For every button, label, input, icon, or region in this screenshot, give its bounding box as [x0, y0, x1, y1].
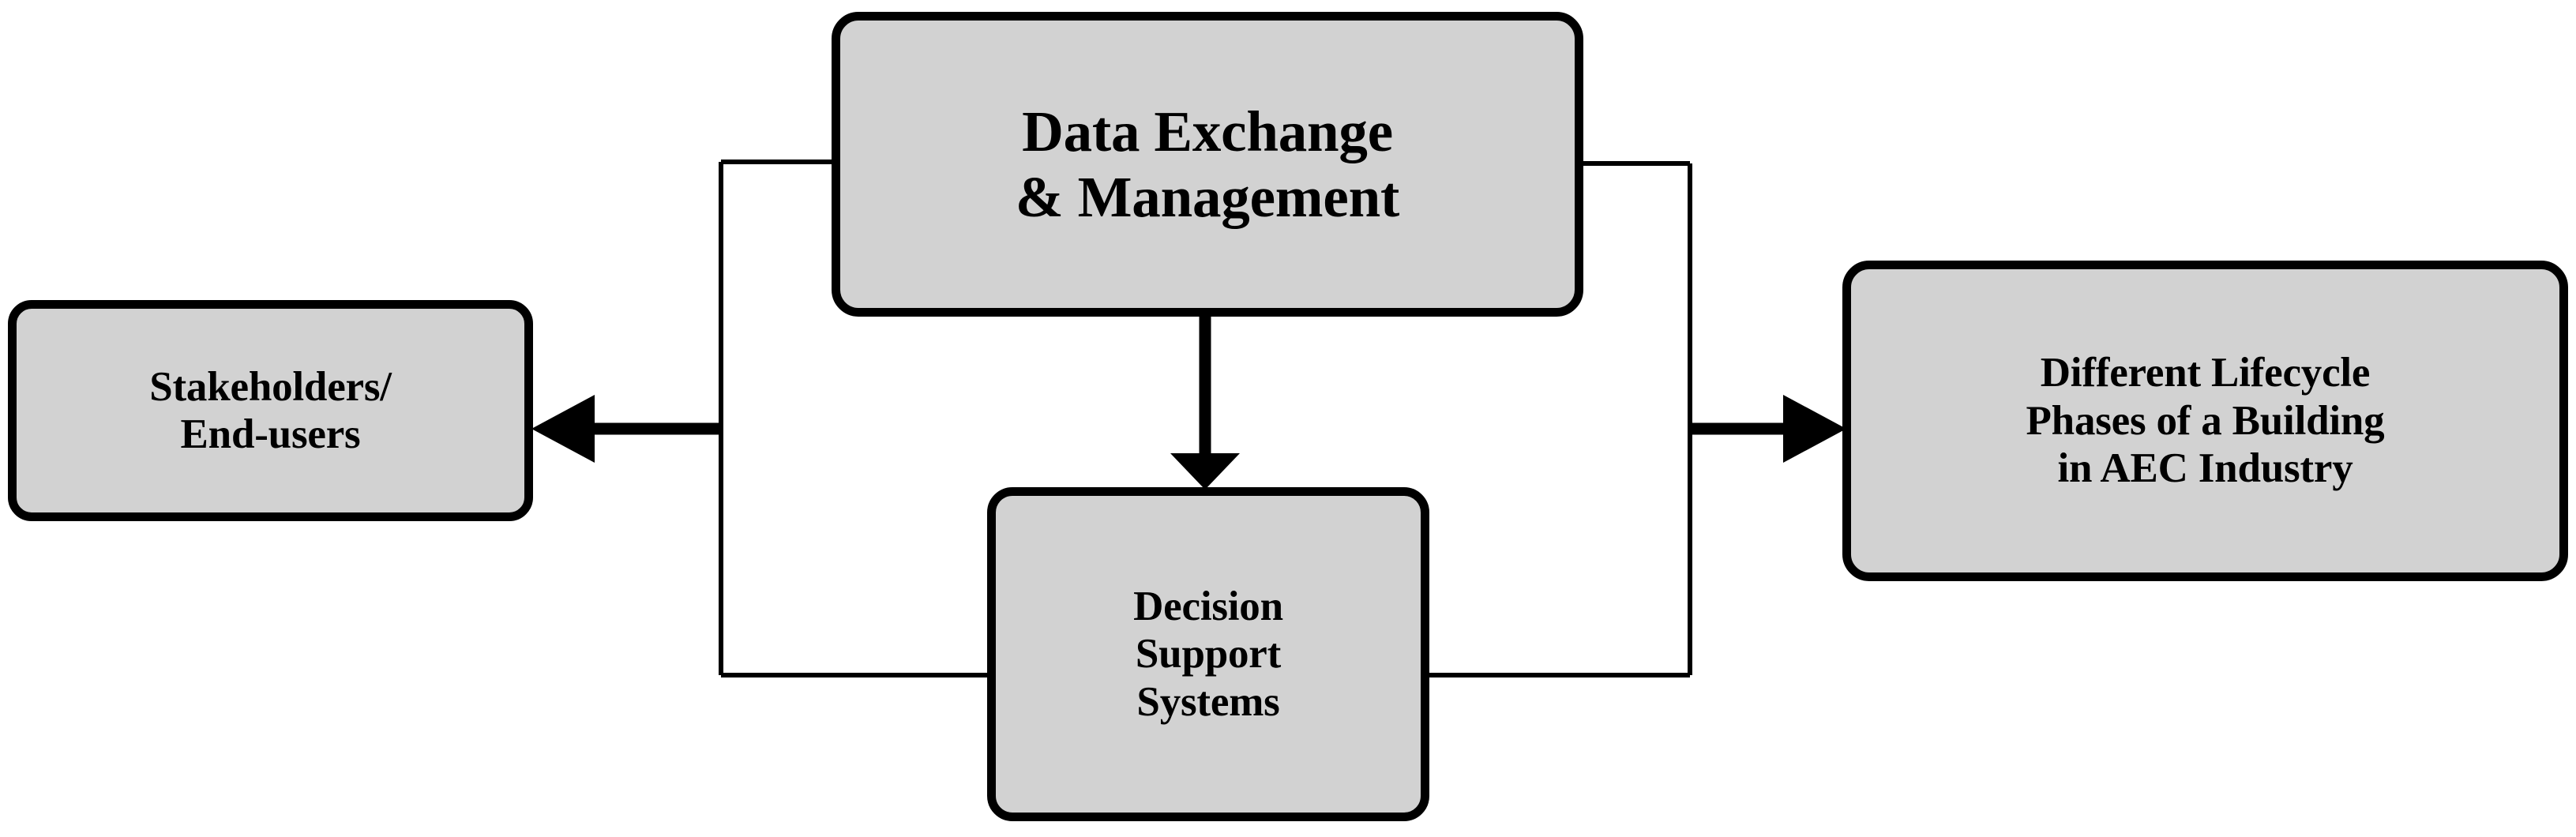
- node-stakeholders-label: Stakeholders/ End-users: [149, 363, 392, 457]
- node-decision-support-label: Decision Support Systems: [1133, 583, 1283, 725]
- node-lifecycle-label: Different Lifecycle Phases of a Building…: [2026, 350, 2385, 492]
- node-decision-support[interactable]: Decision Support Systems: [987, 487, 1429, 821]
- node-data-exchange[interactable]: Data Exchange & Management: [832, 12, 1583, 317]
- arrow-to-decision-support: [1170, 314, 1240, 490]
- arrow-to-lifecycle-head: [1783, 395, 1846, 463]
- right-bus: [1425, 161, 1692, 677]
- left-bus: [719, 160, 992, 677]
- node-data-exchange-label: Data Exchange & Management: [1015, 99, 1400, 229]
- node-lifecycle[interactable]: Different Lifecycle Phases of a Building…: [1842, 261, 2568, 581]
- arrow-to-stakeholders: [531, 395, 721, 463]
- arrow-to-decision-support-head: [1170, 453, 1240, 490]
- node-stakeholders[interactable]: Stakeholders/ End-users: [8, 300, 533, 521]
- arrow-to-stakeholders-head: [531, 395, 595, 463]
- arrow-to-lifecycle: [1690, 395, 1846, 463]
